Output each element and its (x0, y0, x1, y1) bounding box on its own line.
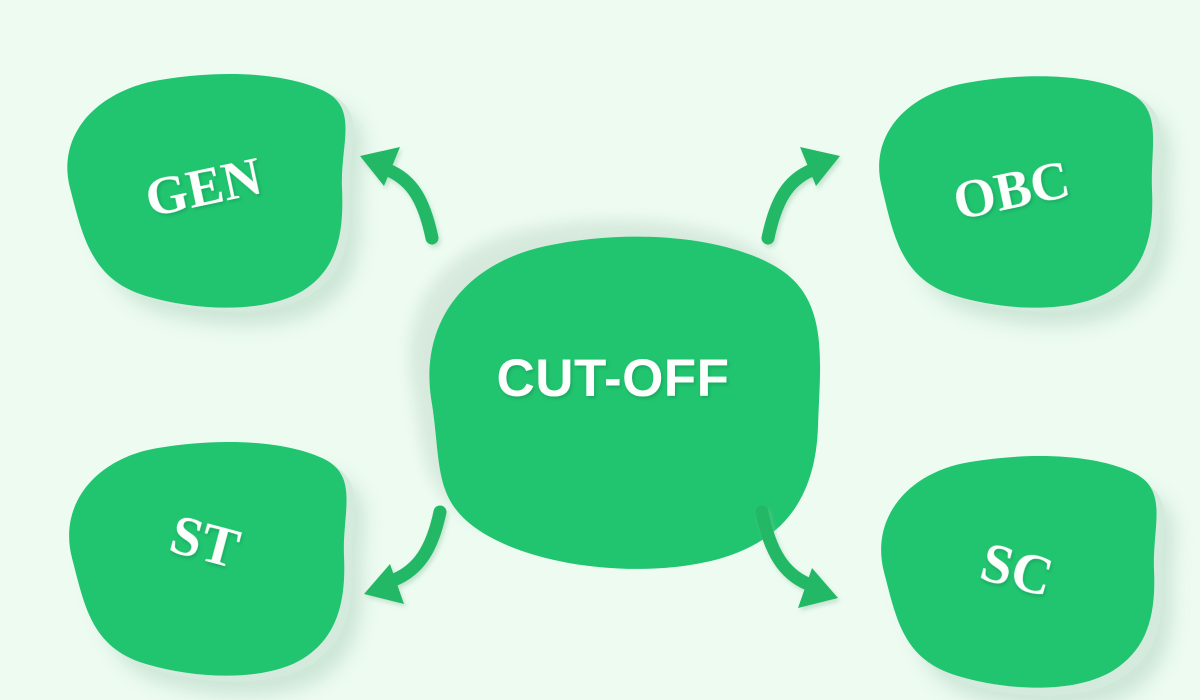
arrow-to-gen-shaft (381, 163, 439, 245)
arrow-to-sc-head (798, 568, 838, 608)
arrow-to-obc-shaft (761, 163, 819, 245)
node-sc[interactable]: SC (881, 456, 1165, 696)
arrow-to-sc (755, 505, 838, 608)
arrow-to-gen (360, 147, 439, 245)
arrow-to-st (364, 505, 447, 604)
node-gen[interactable]: GEN (67, 74, 354, 312)
node-st-blob (69, 442, 347, 676)
node-gen-blob (67, 74, 346, 308)
node-sc-blob (881, 456, 1157, 688)
arrow-to-st-shaft (387, 505, 447, 587)
center-label: CUT-OFF (496, 349, 729, 408)
arrow-to-obc (761, 147, 840, 245)
node-center[interactable]: CUT-OFF (429, 236, 821, 569)
arrow-to-st-head (364, 564, 404, 604)
node-obc[interactable]: OBC (879, 76, 1162, 312)
arrow-to-sc-shaft (755, 505, 815, 591)
center-blob (429, 236, 821, 569)
node-st[interactable]: ST (69, 442, 355, 682)
node-obc-blob (879, 76, 1154, 308)
arrow-to-gen-head (360, 147, 400, 186)
arrow-to-obc-head (800, 147, 840, 186)
